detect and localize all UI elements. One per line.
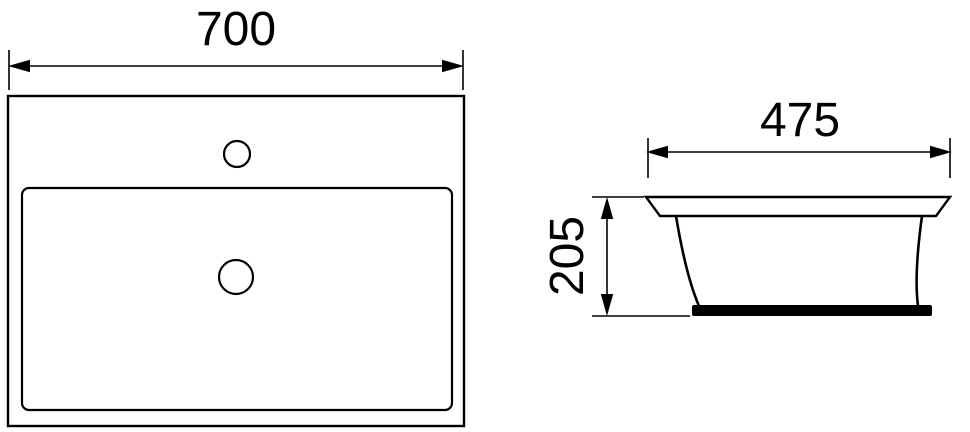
dim-475-arrowhead-left-icon <box>646 145 668 159</box>
basin-inner-bowl-outline <box>20 186 454 412</box>
side-view: 475 205 <box>541 94 953 317</box>
side-view-height-label: 205 <box>541 216 594 296</box>
drain-hole <box>217 258 255 296</box>
dim-205-arrowhead-bottom-icon <box>600 294 614 316</box>
dim-700-arrowhead-right-icon <box>442 59 464 73</box>
dim-205-arrowhead-top-icon <box>600 197 614 219</box>
top-view: 700 <box>6 3 466 428</box>
side-view-rim <box>643 195 953 218</box>
dim-475-arrowhead-right-icon <box>930 145 952 159</box>
dim-700-arrowhead-left-icon <box>8 59 30 73</box>
side-view-left-wall <box>674 215 701 307</box>
top-view-width-label: 700 <box>196 3 276 56</box>
side-view-right-wall <box>915 215 924 307</box>
side-view-base <box>692 305 932 316</box>
faucet-hole <box>222 139 252 169</box>
side-view-width-label: 475 <box>760 94 840 147</box>
